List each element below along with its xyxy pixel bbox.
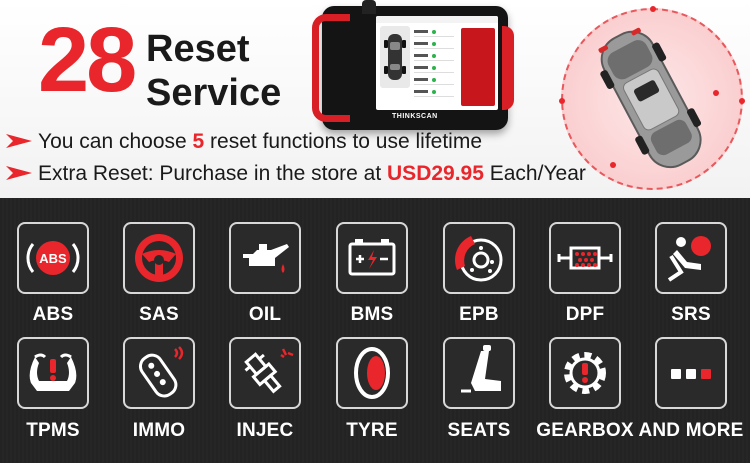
srs-tile	[655, 222, 727, 294]
injector-icon	[244, 348, 294, 394]
tire-pressure-icon	[29, 353, 77, 391]
device-brand: THINKSCAN	[392, 113, 438, 120]
dpf-label: DPF	[565, 304, 605, 325]
reset-count: 28	[38, 9, 137, 111]
arrow-bullet-icon	[6, 166, 32, 180]
tpms-tile	[17, 337, 89, 409]
svg-text:ABS: ABS	[39, 251, 67, 266]
immo-tile	[123, 337, 195, 409]
oil-can-icon	[243, 244, 289, 273]
injec-label: INJEC	[236, 420, 294, 441]
hero-title-line1: Reset	[146, 28, 250, 70]
particulate-filter-icon	[557, 246, 613, 270]
battery-icon	[348, 239, 396, 276]
seat-icon	[461, 345, 501, 393]
gear-icon	[564, 352, 606, 394]
abs-label: ABS	[32, 304, 74, 325]
steering-wheel-icon	[135, 234, 183, 282]
tyre-tile	[336, 337, 408, 409]
abs-tile: ABS	[17, 222, 89, 294]
immo-label: IMMO	[132, 420, 186, 441]
sas-tile	[123, 222, 195, 294]
epb-label: EPB	[459, 304, 499, 325]
screen-car-icon	[380, 26, 410, 88]
gearbox-tile	[549, 337, 621, 409]
abs-icon: ABS	[26, 241, 80, 275]
promo-header: 28 Reset Service	[0, 0, 750, 198]
device-bumper-right	[502, 26, 514, 110]
extra-reset-price-note: Extra Reset: Purchase in the store at US…	[6, 163, 586, 184]
dpf-tile	[549, 222, 621, 294]
sas-label: SAS	[139, 304, 179, 325]
device-bumper	[312, 14, 350, 122]
bms-tile	[336, 222, 408, 294]
arrow-bullet-icon	[6, 134, 32, 148]
airbag-icon	[667, 236, 711, 282]
tyre-icon	[354, 347, 390, 399]
epb-tile	[443, 222, 515, 294]
oil-label: OIL	[248, 304, 282, 325]
srs-label: SRS	[671, 304, 711, 325]
gearbox-label: GEARBOX	[536, 420, 634, 441]
more-tile	[655, 337, 727, 409]
car-illustration	[559, 6, 745, 190]
device-cable	[362, 0, 376, 14]
tyre-label: TYRE	[346, 420, 398, 441]
hero-title-line2: Service	[146, 72, 282, 114]
oil-tile	[229, 222, 301, 294]
seats-tile	[443, 337, 515, 409]
car-top-view-icon	[598, 27, 702, 169]
injec-tile	[229, 337, 301, 409]
lifetime-functions-note: You can choose 5 reset functions to use …	[6, 131, 482, 152]
more-dots-icon	[671, 369, 711, 379]
screen-side-menu	[461, 28, 495, 106]
seats-label: SEATS	[447, 420, 511, 441]
bms-label: BMS	[350, 304, 394, 325]
tpms-label: TPMS	[26, 420, 80, 441]
brake-disc-icon	[455, 236, 503, 282]
car-key-icon	[138, 346, 184, 398]
device-screen	[376, 16, 498, 110]
and-more-label: AND MORE	[638, 420, 744, 441]
reset-functions-grid: ABS	[0, 198, 750, 463]
scan-tool-image: THINKSCAN	[312, 0, 514, 130]
